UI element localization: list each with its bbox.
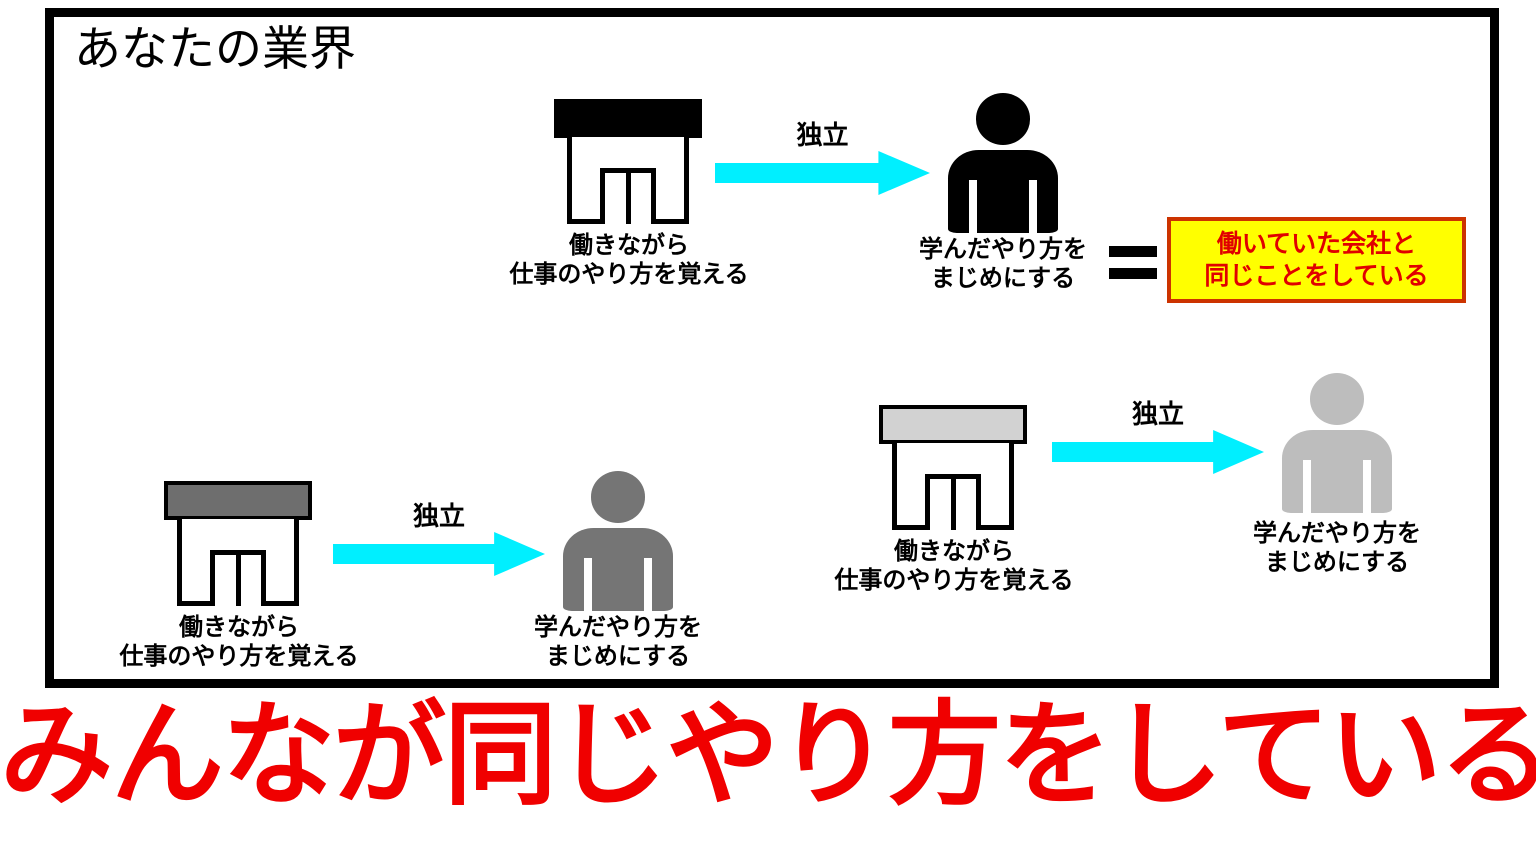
person-torso: [563, 528, 673, 611]
storefront-icon: [879, 405, 1027, 530]
person-caption-line2: まじめにする: [545, 643, 691, 671]
arrow-right-icon-1: [715, 151, 930, 195]
person-arm-gap-left: [1302, 459, 1312, 513]
person-caption-line2: まじめにする: [1264, 549, 1410, 577]
storefront-icon: [164, 481, 312, 606]
page-title: あなたの業界: [74, 22, 356, 75]
callout-box: 働いていた会社と 同じことをしている: [1167, 217, 1466, 303]
shop-caption-line2: 仕事のやり方を覚える: [509, 261, 749, 289]
person-head: [590, 471, 646, 523]
person-arm-gap-right: [1362, 459, 1372, 513]
flow-group-3: 働きながら 仕事のやり方を覚える 独立 学んだやり方を まじめにする: [834, 373, 1454, 614]
person-caption-2: 学んだやり方を まじめにする: [518, 613, 718, 672]
shop-caption-2: 働きながら 仕事のやり方を覚える: [119, 613, 359, 672]
person-head: [1309, 373, 1365, 425]
person-caption-line1: 学んだやり方を: [1253, 520, 1421, 547]
storefront-icon: [554, 99, 702, 224]
person-torso: [948, 150, 1058, 233]
arrow-shaft: [333, 543, 499, 565]
arrow-right-icon-2: [333, 532, 545, 576]
arrow-label-1: 独立: [796, 120, 849, 150]
person-arm-gap-right: [1028, 179, 1038, 233]
arrow-shaft: [715, 162, 883, 184]
person-torso: [1282, 430, 1392, 513]
person-caption-line2: まじめにする: [930, 265, 1076, 293]
storefront-door-divider: [951, 473, 956, 530]
person-arm-gap-right: [643, 557, 653, 611]
person-caption-line1: 学んだやり方を: [534, 614, 702, 641]
storefront-awning: [879, 405, 1027, 444]
person-caption-1: 学んだやり方を まじめにする: [903, 235, 1103, 294]
diagram-panel: あなたの業界 働きながら 仕事のやり方を覚える 独立: [45, 8, 1499, 688]
flow-group-1: 働きながら 仕事のやり方を覚える 独立 学んだやり方を まじめにする: [509, 93, 1119, 308]
person-caption-line1: 学んだやり方を: [919, 236, 1087, 263]
shop-caption-line1: 働きながら: [569, 232, 689, 259]
person-icon-1: [946, 93, 1060, 233]
equals-bar-bottom: [1109, 268, 1157, 279]
person-icon-3: [1280, 373, 1394, 513]
headline-text: みんなが同じやり方をしている: [0, 692, 1536, 818]
storefront-awning: [554, 99, 702, 138]
flow-group-2: 働きながら 仕事のやり方を覚える 独立 学んだやり方を まじめにする: [119, 471, 719, 690]
arrow-label-2: 独立: [412, 501, 465, 531]
shop-caption-1: 働きながら 仕事のやり方を覚える: [509, 231, 749, 290]
callout-line1: 働いていた会社と: [1216, 230, 1417, 258]
equals-bar-top: [1109, 246, 1157, 257]
arrow-head: [1213, 430, 1264, 474]
person-head: [975, 93, 1031, 145]
equals-sign: [1109, 242, 1157, 284]
shop-caption-3: 働きながら 仕事のやり方を覚える: [834, 537, 1074, 596]
arrow-right-icon-3: [1052, 430, 1264, 474]
arrow-label-3: 独立: [1131, 399, 1184, 429]
arrow-head: [878, 151, 930, 195]
storefront-awning: [164, 481, 312, 520]
shop-caption-line2: 仕事のやり方を覚える: [119, 643, 359, 671]
storefront-door-divider: [236, 549, 241, 606]
callout-line2: 同じことをしている: [1204, 262, 1429, 290]
person-caption-3: 学んだやり方を まじめにする: [1237, 519, 1437, 578]
arrow-shaft: [1052, 441, 1218, 463]
shop-caption-line1: 働きながら: [179, 614, 299, 641]
arrow-head: [494, 532, 545, 576]
storefront-door-divider: [626, 167, 631, 224]
person-arm-gap-left: [583, 557, 593, 611]
person-arm-gap-left: [968, 179, 978, 233]
shop-caption-line1: 働きながら: [894, 538, 1014, 565]
person-icon-2: [561, 471, 675, 611]
shop-caption-line2: 仕事のやり方を覚える: [834, 567, 1074, 595]
